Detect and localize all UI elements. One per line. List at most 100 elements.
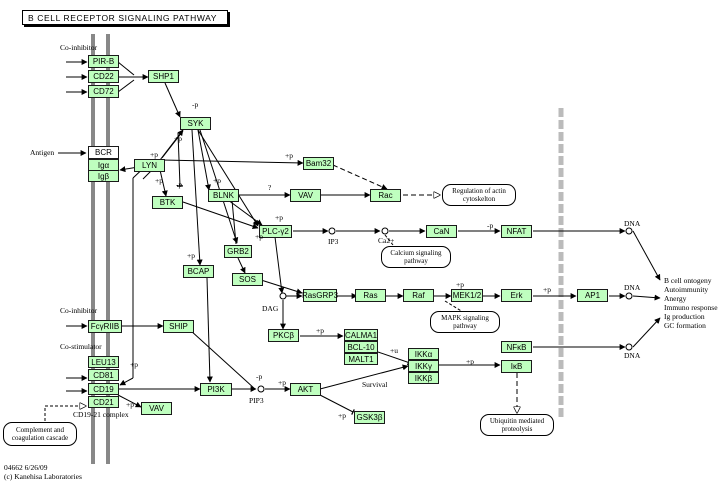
- node-vav-2[interactable]: VAV: [141, 402, 172, 415]
- map-mapk-signaling[interactable]: MAPK signaling pathway: [430, 311, 500, 333]
- mod-plusp-mek: +p: [456, 280, 464, 289]
- mod-plusp-pkc: +p: [316, 326, 324, 335]
- node-lyn[interactable]: LYN: [134, 159, 165, 172]
- footer-map-id: 04662 6/26/09: [4, 463, 48, 472]
- mod-plusp-plc-2: +p: [255, 232, 263, 241]
- node-malt1[interactable]: MALT1: [344, 353, 378, 365]
- map-ubiquitin-proteolysis[interactable]: Ubiquitin mediated proteolysis: [480, 414, 554, 436]
- dag-circle[interactable]: [279, 292, 287, 300]
- node-gsk3b[interactable]: GSK3β: [354, 411, 385, 424]
- map-actin-cytoskeleton[interactable]: Regulation of actin cytoskelton: [442, 184, 516, 206]
- node-can[interactable]: CaN: [426, 225, 457, 238]
- label-ca: Ca2+: [378, 236, 395, 245]
- map-calcium-line2: pathway: [404, 257, 428, 265]
- label-survival: Survival: [362, 380, 388, 389]
- node-ship[interactable]: SHIP: [163, 320, 194, 333]
- mod-plusp-lyn-bam: +p: [285, 151, 293, 160]
- node-erk[interactable]: Erk: [501, 289, 532, 302]
- label-dna-3: DNA: [624, 351, 641, 360]
- map-actin-line2: cytoskelton: [462, 195, 496, 203]
- node-grb2[interactable]: GRB2: [224, 245, 252, 258]
- label-coinhibitor-1: Co-inhibitor: [60, 43, 98, 52]
- node-mek[interactable]: MEK1/2: [451, 289, 483, 302]
- map-ubiq-line1: Ubiquitin mediated: [489, 417, 545, 425]
- map-complement-cascade[interactable]: Complement and coagulation cascade: [3, 422, 77, 446]
- node-cd72[interactable]: CD72: [88, 85, 119, 98]
- map-mapk-line2: pathway: [453, 322, 477, 330]
- mod-plusp-akt: +p: [278, 378, 286, 387]
- label-coinhibitor-2: Co-inhibitor: [60, 306, 98, 315]
- mod-plusp-lyn: +p: [150, 150, 158, 159]
- node-sos[interactable]: SOS: [232, 273, 263, 286]
- node-akt[interactable]: AKT: [290, 383, 321, 396]
- node-raf[interactable]: Raf: [403, 289, 434, 302]
- dna-circle-1[interactable]: [625, 227, 633, 235]
- label-antigen: Antigen: [30, 148, 55, 157]
- dna-circle-3[interactable]: [625, 343, 633, 351]
- label-pip3: PIP3: [249, 396, 264, 405]
- response-5: GC formation: [664, 321, 706, 330]
- node-blnk[interactable]: BLNK: [208, 189, 239, 202]
- response-list: B cell ontogeny Autoimmunity Anergy Immu…: [664, 276, 718, 330]
- node-vav-1[interactable]: VAV: [290, 189, 321, 202]
- mod-plusu: +u: [390, 346, 398, 355]
- node-btk[interactable]: BTK: [152, 196, 183, 209]
- label-dag: DAG: [262, 304, 279, 313]
- node-plcg2[interactable]: PLC-γ2: [259, 225, 292, 238]
- mod-plusp-gsk: +p: [338, 411, 346, 420]
- node-ikb[interactable]: IκB: [501, 360, 532, 373]
- node-nfkb[interactable]: NFκB: [501, 341, 532, 353]
- label-dna-1: DNA: [624, 219, 641, 228]
- node-rac[interactable]: Rac: [370, 189, 401, 202]
- node-ikkg[interactable]: IKKγ: [408, 360, 439, 372]
- map-actin-line1: Regulation of actin: [452, 187, 506, 195]
- membrane-right: [106, 34, 110, 464]
- map-complement-line2: coagulation cascade: [11, 434, 69, 442]
- node-bcr[interactable]: BCR: [88, 146, 119, 159]
- node-leu13[interactable]: LEU13: [88, 356, 119, 368]
- node-cd19[interactable]: CD19: [88, 383, 119, 395]
- node-ap1[interactable]: AP1: [577, 289, 608, 302]
- node-igb[interactable]: Igβ: [88, 170, 119, 182]
- node-cd21[interactable]: CD21: [88, 396, 119, 408]
- node-bam32[interactable]: Bam32: [303, 157, 334, 170]
- node-ikkb[interactable]: IKKβ: [408, 372, 439, 384]
- node-syk[interactable]: SYK: [180, 117, 211, 130]
- mod-plusp-syk: +p: [174, 134, 182, 143]
- mod-plusp-plc-1: +p: [275, 213, 283, 222]
- map-complement-line1: Complement and: [15, 426, 65, 434]
- node-cd81[interactable]: CD81: [88, 369, 119, 381]
- map-ubiq-line2: proteolysis: [501, 425, 533, 433]
- ca-circle[interactable]: [381, 227, 389, 235]
- node-ras[interactable]: Ras: [355, 289, 386, 302]
- ip3-circle[interactable]: [328, 227, 336, 235]
- node-ikka[interactable]: IKKα: [408, 348, 439, 360]
- response-2: Anergy: [664, 294, 687, 303]
- mod-minusp-btk: -p: [176, 180, 183, 189]
- node-pirb[interactable]: PIR-B: [88, 55, 119, 68]
- node-bcap[interactable]: BCAP: [183, 265, 214, 278]
- response-1: Autoimmunity: [664, 285, 709, 294]
- dna-circle-2[interactable]: [625, 292, 633, 300]
- node-fcgr2b[interactable]: FcγRIIB: [88, 320, 122, 333]
- map-calcium-signaling[interactable]: Calcium signaling pathway: [381, 246, 451, 268]
- node-cd22[interactable]: CD22: [88, 70, 119, 83]
- map-mapk-line1: MAPK signaling: [441, 314, 489, 322]
- node-shp1[interactable]: SHP1: [148, 70, 179, 83]
- mod-plusp-blnk: +p: [213, 176, 221, 185]
- pip3-circle[interactable]: [257, 385, 265, 393]
- label-costimulator: Co-stimulator: [60, 342, 102, 351]
- label-dna-2: DNA: [624, 283, 641, 292]
- node-calma1[interactable]: CALMA1: [344, 329, 378, 341]
- mod-minusp-nfat: -p: [487, 221, 494, 230]
- node-pkcb[interactable]: PKCβ: [268, 329, 299, 342]
- node-rasgrp3[interactable]: RasGRP3: [302, 289, 339, 302]
- footer-copyright: (c) Kanehisa Laboratories: [4, 472, 82, 481]
- mod-plusp-vav: +p: [126, 400, 134, 409]
- mod-plusp-erk: +p: [543, 285, 551, 294]
- node-pi3k[interactable]: PI3K: [200, 383, 232, 396]
- node-nfat[interactable]: NFAT: [501, 225, 532, 238]
- node-bcl10[interactable]: BCL-10: [344, 341, 378, 353]
- label-ip3: IP3: [328, 237, 339, 246]
